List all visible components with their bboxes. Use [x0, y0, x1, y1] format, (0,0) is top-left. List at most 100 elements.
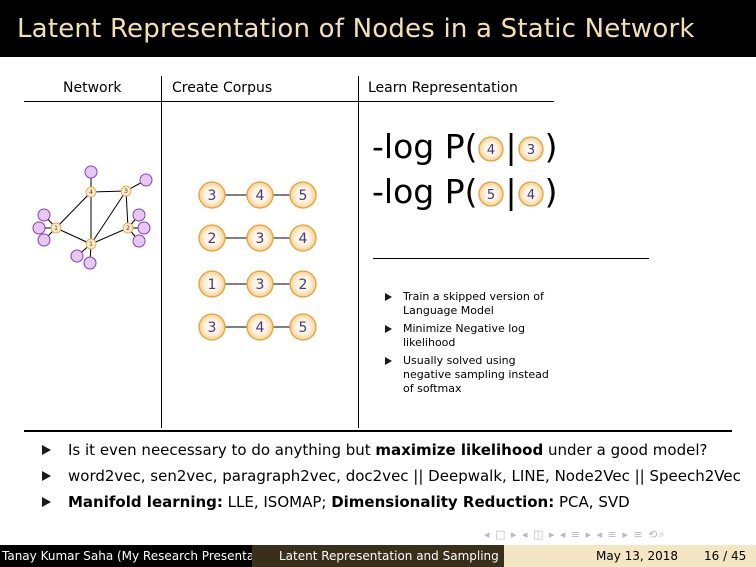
- formula-node-label: 3: [526, 143, 534, 158]
- formula-node: 5: [478, 180, 505, 207]
- bullet-triangle-icon: [42, 497, 51, 507]
- bullet-text: LLE, ISOMAP;: [222, 493, 332, 511]
- column-header-network: Network: [63, 80, 122, 96]
- corpus-node: 2: [299, 277, 308, 293]
- nav-search-icon[interactable]: ⟲⌕: [648, 528, 666, 541]
- footer: Tanay Kumar Saha (My Research Presentati…: [0, 545, 756, 567]
- leaf-node: [132, 234, 146, 248]
- leaf-node: [37, 233, 51, 247]
- formula-suffix: ): [544, 127, 558, 166]
- header-underline: [24, 101, 554, 102]
- learn-bullet: Usually solved using negative sampling i…: [382, 354, 562, 396]
- nav-prev-section-icon[interactable]: ◂ ≡ ▸: [559, 528, 593, 541]
- leaf-node: [139, 173, 153, 187]
- main-bullet-1: Is it even neecessary to do anything but…: [40, 440, 741, 460]
- corpus-node: 3: [256, 231, 265, 247]
- bullet-bold-text: Dimensionality Reduction:: [331, 493, 555, 511]
- bullet-text: under a good model?: [543, 441, 708, 459]
- footer-author-box: Tanay Kumar Saha (My Research Presentati…: [0, 545, 252, 567]
- corpus-node: 3: [256, 277, 265, 293]
- leaf-node: [83, 256, 97, 270]
- formula-rule: [373, 258, 649, 259]
- learn-bullet-text: Usually solved using negative sampling i…: [403, 354, 549, 395]
- graph-node-label: 3: [124, 188, 128, 195]
- corpus-walks: 3 4 5 2 3 4 1 3 2 3 4 5: [198, 181, 317, 341]
- corpus-walk-row: 3 4 5: [198, 181, 317, 209]
- footer-page-number: 16 / 45: [704, 549, 747, 563]
- column-header-learn-representation: Learn Representation: [368, 80, 518, 96]
- corpus-walk-row: 2 3 4: [198, 224, 317, 252]
- main-bullet-2: word2vec, sen2vec, paragraph2vec, doc2ve…: [40, 466, 741, 486]
- graph-node-label: 4: [89, 189, 93, 196]
- learn-bullets: Train a skipped version of Language Mode…: [382, 290, 562, 400]
- bullet-triangle-icon: [42, 471, 51, 481]
- bullet-bold-text: Manifold learning:: [68, 493, 223, 511]
- footer-date: May 13, 2018: [596, 549, 679, 563]
- corpus-walk-row: 1 3 2: [198, 270, 317, 298]
- corpus-node: 3: [208, 320, 217, 336]
- leaf-node: [70, 249, 84, 263]
- column-header-create-corpus: Create Corpus: [172, 80, 273, 96]
- leaf-node: [37, 208, 51, 222]
- main-bullet-3: Manifold learning: LLE, ISOMAP; Dimensio…: [40, 492, 741, 512]
- bullet-text: word2vec, sen2vec, paragraph2vec, doc2ve…: [68, 467, 741, 485]
- slide-title: Latent Representation of Nodes in a Stat…: [17, 14, 695, 44]
- column-divider-left: [161, 76, 162, 428]
- main-bullets: Is it even neecessary to do anything but…: [40, 440, 741, 518]
- bullet-triangle-icon: [42, 445, 51, 455]
- learn-bullet: Train a skipped version of Language Mode…: [382, 290, 562, 318]
- corpus-node: 3: [208, 188, 217, 204]
- leaf-node: [137, 221, 151, 235]
- corpus-node: 2: [208, 231, 217, 247]
- footer-author: Tanay Kumar Saha (My Research Presentati…: [2, 549, 252, 563]
- title-bar: Latent Representation of Nodes in a Stat…: [0, 0, 756, 57]
- learn-bullet-text: Train a skipped version of Language Mode…: [403, 290, 544, 317]
- beamer-navigation: ◂ □ ▸ ◂ ◫ ▸ ◂ ≡ ▸ ◂ ≡ ▸ ≡ ⟲⌕: [484, 528, 666, 542]
- formula-suffix: ): [544, 172, 558, 211]
- footer-date-box: May 13, 2018 16 / 45: [504, 545, 756, 567]
- nav-prev-frame-icon[interactable]: ◂ □ ▸: [484, 528, 518, 541]
- leaf-node: [84, 165, 98, 179]
- corpus-walk-row: 3 4 5: [198, 313, 317, 341]
- corpus-node: 4: [299, 231, 308, 247]
- graph-node-label: 1: [89, 241, 93, 248]
- corpus-node: 4: [256, 320, 265, 336]
- column-divider-right: [358, 76, 359, 428]
- footer-title: Latent Representation and Sampling: [279, 549, 499, 563]
- corpus-node: 5: [299, 188, 308, 204]
- formula-node-label: 5: [487, 188, 495, 203]
- footer-title-box: Latent Representation and Sampling: [252, 545, 504, 567]
- leaf-node: [132, 208, 146, 222]
- bullet-triangle-icon: [385, 293, 392, 301]
- bullet-bold-text: maximize likelihood: [375, 441, 544, 459]
- formula-prefix: -log P(: [372, 127, 478, 166]
- network-graph: 4 3 1 2 1: [32, 165, 153, 270]
- learn-bullet-text: Minimize Negative log likelihood: [403, 322, 526, 349]
- formula-node: 4: [478, 135, 505, 162]
- section-divider: [24, 430, 732, 432]
- nav-align-icon[interactable]: ≡: [633, 528, 644, 541]
- bullet-text: Is it even neecessary to do anything but: [68, 441, 376, 459]
- formula-bar: |: [505, 172, 517, 211]
- leaf-node: [32, 221, 46, 235]
- nav-next-section-icon[interactable]: ◂ ≡ ▸: [596, 528, 629, 541]
- formula-node: 3: [517, 135, 544, 162]
- leaf-nodes: [32, 165, 153, 270]
- corpus-node: 4: [256, 188, 265, 204]
- formula-1: -log P( 4 | 3): [372, 127, 557, 167]
- formula-node: 4: [517, 180, 544, 207]
- corpus-node: 5: [299, 320, 308, 336]
- graph-node-label: 1: [54, 225, 58, 232]
- formula-node-label: 4: [526, 188, 534, 203]
- formula-node-label: 4: [487, 143, 495, 158]
- corpus-node: 1: [208, 277, 217, 293]
- learn-bullet: Minimize Negative log likelihood: [382, 322, 562, 350]
- formula-prefix: -log P(: [372, 172, 478, 211]
- graph-node-label: 2: [126, 225, 130, 232]
- bullet-text: PCA, SVD: [554, 493, 630, 511]
- formula-2: -log P( 5 | 4): [372, 172, 557, 212]
- bullet-triangle-icon: [385, 357, 392, 365]
- formula-bar: |: [505, 127, 517, 166]
- bullet-triangle-icon: [385, 325, 392, 333]
- nav-prev-subsection-icon[interactable]: ◂ ◫ ▸: [521, 528, 556, 541]
